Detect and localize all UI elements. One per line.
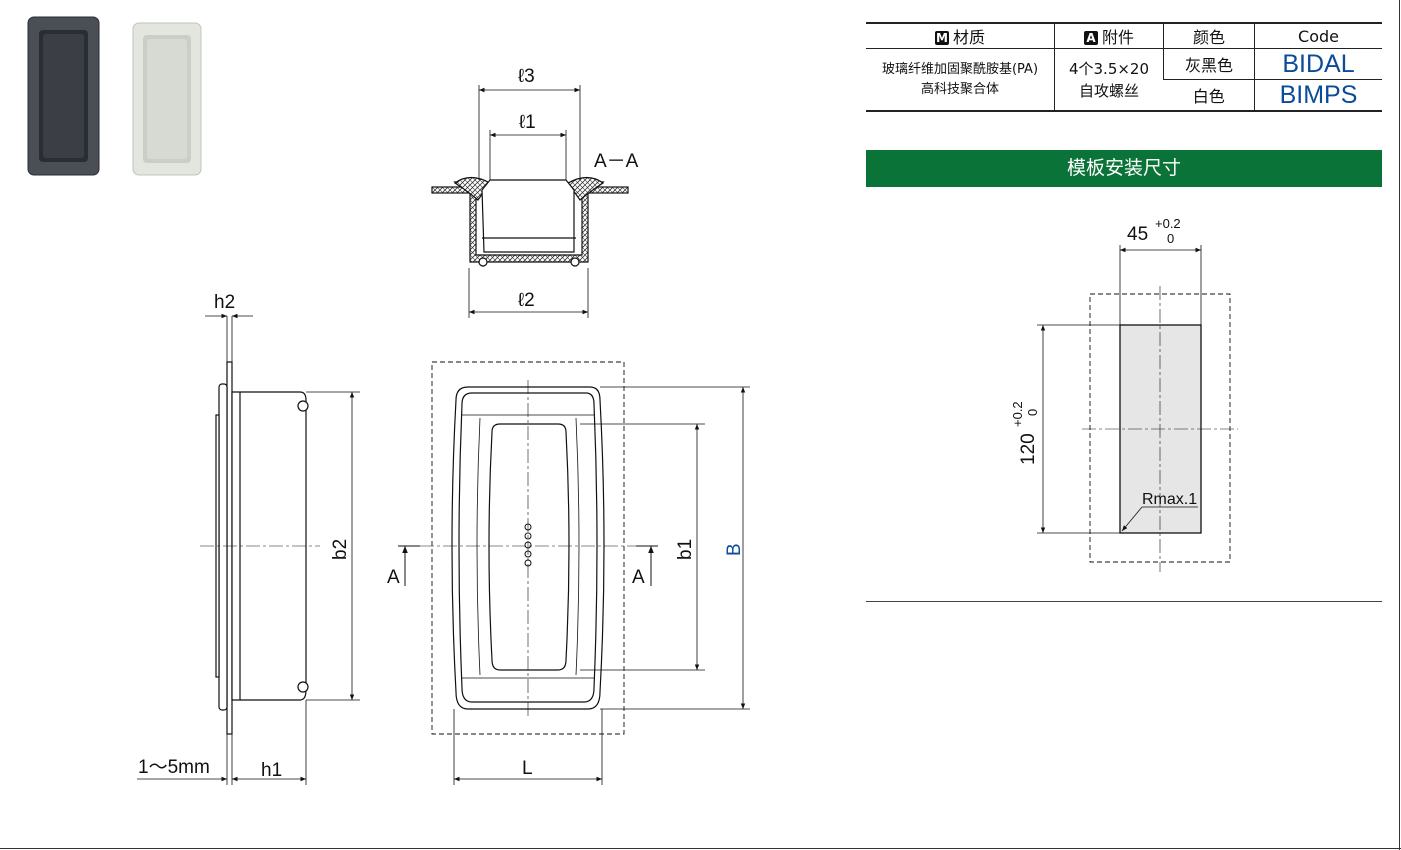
material-cell: 玻璃纤维加固聚酰胺基(PA) 高科技聚合体 — [866, 48, 1055, 112]
panel-title: 模板安装尺寸 — [866, 150, 1382, 187]
header-code: Code — [1254, 22, 1382, 49]
side-view — [200, 361, 320, 735]
frame-bottom-edge — [0, 848, 1401, 849]
dim-thickness: 1～5mm — [138, 757, 210, 778]
product-photo-light — [132, 22, 202, 176]
color-cell-1: 灰黑色 — [1163, 48, 1255, 80]
frame-right-edge — [1399, 0, 1400, 850]
attachment-cell: 4个3.5×20 自攻螺丝 — [1054, 48, 1164, 112]
dim-h2: h2 — [214, 292, 235, 313]
material-icon: M — [934, 31, 949, 45]
section-mark-left: A — [387, 567, 400, 588]
section-mark-right: A — [632, 567, 645, 588]
product-photo-dark — [27, 16, 100, 176]
dim-h1: h1 — [261, 760, 282, 781]
dim-b2: b2 — [330, 539, 351, 560]
cutout-width: 45 — [1127, 224, 1148, 245]
header-color: 颜色 — [1163, 22, 1255, 49]
code-cell-2: BIMPS — [1254, 79, 1382, 112]
color-cell-2: 白色 — [1163, 79, 1255, 112]
front-view — [420, 361, 640, 735]
code-cell-1: BIDAL — [1254, 48, 1382, 80]
cutout-drawing — [1037, 245, 1238, 572]
cutout-height-tol-lower: 0 — [1025, 409, 1040, 416]
section-view — [431, 176, 629, 267]
dim-l1: ℓ1 — [519, 112, 536, 133]
cutout-width-tol-lower: 0 — [1167, 231, 1174, 246]
cutout-height-tol-upper: +0.2 — [1010, 401, 1025, 427]
cutout-radius: Rmax.1 — [1142, 491, 1197, 508]
dim-l3: ℓ3 — [518, 66, 535, 87]
divider — [866, 601, 1382, 602]
cutout-width-tol-upper: +0.2 — [1155, 216, 1181, 231]
section-label: A－A — [594, 151, 639, 172]
attachment-icon: A — [1083, 31, 1098, 45]
dim-L: L — [522, 758, 533, 779]
dim-b1: b1 — [675, 539, 696, 560]
cutout-height: 120 — [1018, 433, 1039, 465]
dim-l2: ℓ2 — [518, 290, 535, 311]
dim-B: B — [724, 543, 745, 556]
